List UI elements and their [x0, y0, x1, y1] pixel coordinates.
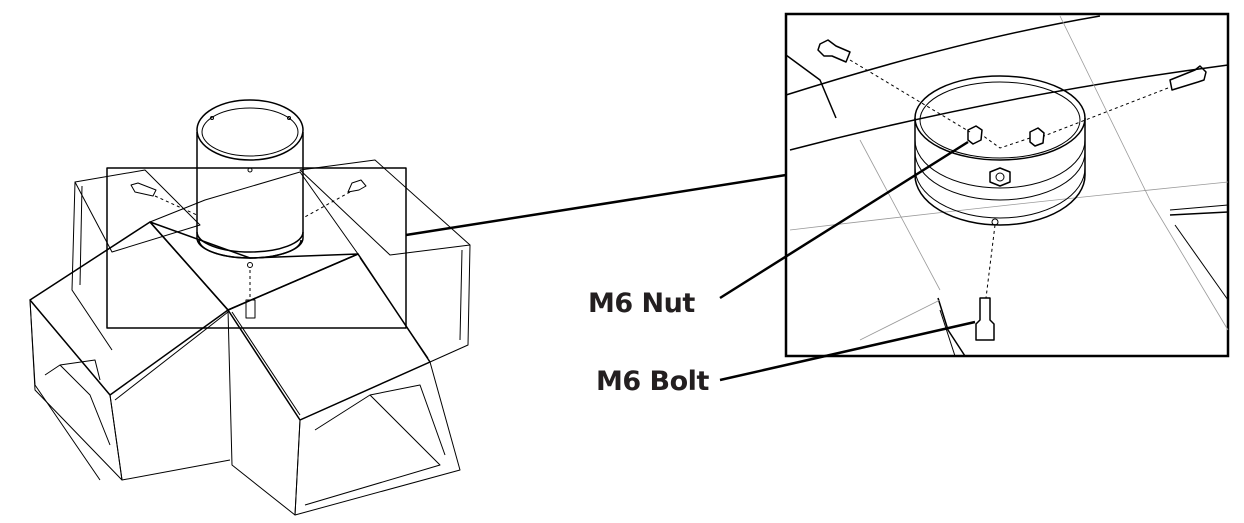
front-right-arm — [227, 253, 461, 516]
callout-leader-line — [405, 173, 787, 237]
overview-callout-box — [106, 167, 407, 329]
back-right-arm — [299, 159, 471, 363]
bolt-leader-line — [719, 320, 976, 382]
detail-bolts — [817, 39, 1207, 341]
nut-leader-line — [719, 140, 969, 300]
central-plate — [29, 171, 359, 481]
detail-nuts — [967, 125, 1045, 187]
m6-nut-label: M6 Nut — [588, 288, 695, 319]
overview-bolts — [130, 179, 367, 319]
back-left-arm — [71, 169, 201, 351]
front-left-arm — [29, 221, 231, 481]
detail-view — [784, 12, 1230, 358]
detail-dashed-lines — [849, 59, 1169, 299]
detail-frame — [784, 12, 1230, 358]
cylinder-collar — [196, 99, 304, 268]
detail-collar — [914, 75, 1086, 226]
junction-assembly — [29, 99, 471, 516]
m6-bolt-label: M6 Bolt — [596, 366, 709, 397]
